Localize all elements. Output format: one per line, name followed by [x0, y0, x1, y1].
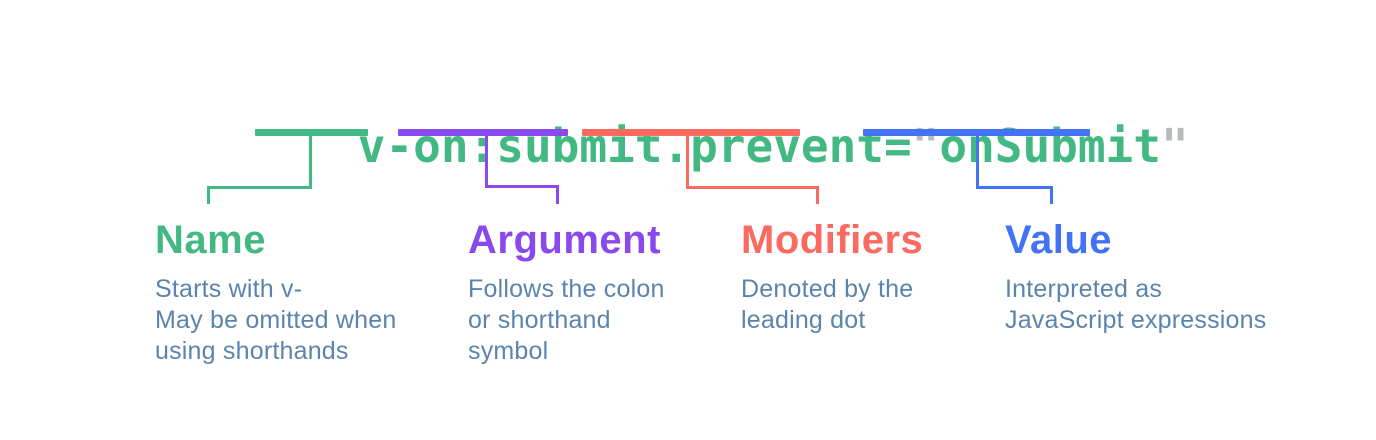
name-connector-vertical: [309, 136, 312, 188]
value-connector-horizontal: [976, 186, 1053, 189]
name-description-line: Starts with v-: [155, 275, 303, 303]
modifiers-description: Denoted by the leading dot: [741, 274, 913, 336]
argument-connector-horizontal: [485, 185, 559, 188]
value-description: Interpreted as JavaScript expressions: [1005, 274, 1266, 336]
name-description-line: using shorthands: [155, 337, 349, 365]
modifiers-connector-drop: [816, 186, 819, 204]
modifiers-connector-horizontal: [686, 186, 819, 189]
code-segment-name-argument-modifiers: v-on:submit.prevent=: [357, 119, 912, 173]
value-label: Value: [1005, 218, 1113, 262]
value-description-line: JavaScript expressions: [1005, 306, 1267, 334]
name-connector-drop: [207, 186, 210, 204]
modifiers-label: Modifiers: [741, 218, 924, 262]
code-open-quote: ": [911, 119, 940, 173]
modifiers-connector-vertical: [686, 136, 689, 188]
argument-label: Argument: [468, 218, 661, 262]
argument-description-line: or shorthand: [468, 306, 611, 334]
modifiers-underline-bar: [582, 129, 800, 136]
name-description: Starts with v- May be omitted when using…: [155, 274, 396, 367]
name-description-line: May be omitted when: [155, 306, 397, 334]
argument-description: Follows the colon or shorthand symbol: [468, 274, 665, 367]
argument-description-line: symbol: [468, 337, 549, 365]
name-connector-horizontal: [207, 186, 312, 189]
name-label: Name: [155, 218, 266, 262]
value-connector-drop: [1050, 186, 1053, 204]
argument-connector-vertical: [485, 136, 488, 188]
argument-underline-bar: [398, 129, 568, 136]
value-underline-bar: [863, 129, 1090, 136]
code-segment-value: onSubmit: [939, 119, 1161, 173]
argument-connector-drop: [556, 185, 559, 204]
modifiers-description-line: leading dot: [741, 306, 866, 334]
directive-code: v-on:submit.prevent="onSubmit": [247, 62, 1189, 230]
argument-description-line: Follows the colon: [468, 275, 665, 303]
value-connector-vertical: [976, 136, 979, 188]
modifiers-description-line: Denoted by the: [741, 275, 914, 303]
value-description-line: Interpreted as: [1005, 275, 1163, 303]
name-underline-bar: [255, 129, 368, 136]
code-close-quote: ": [1160, 119, 1189, 173]
